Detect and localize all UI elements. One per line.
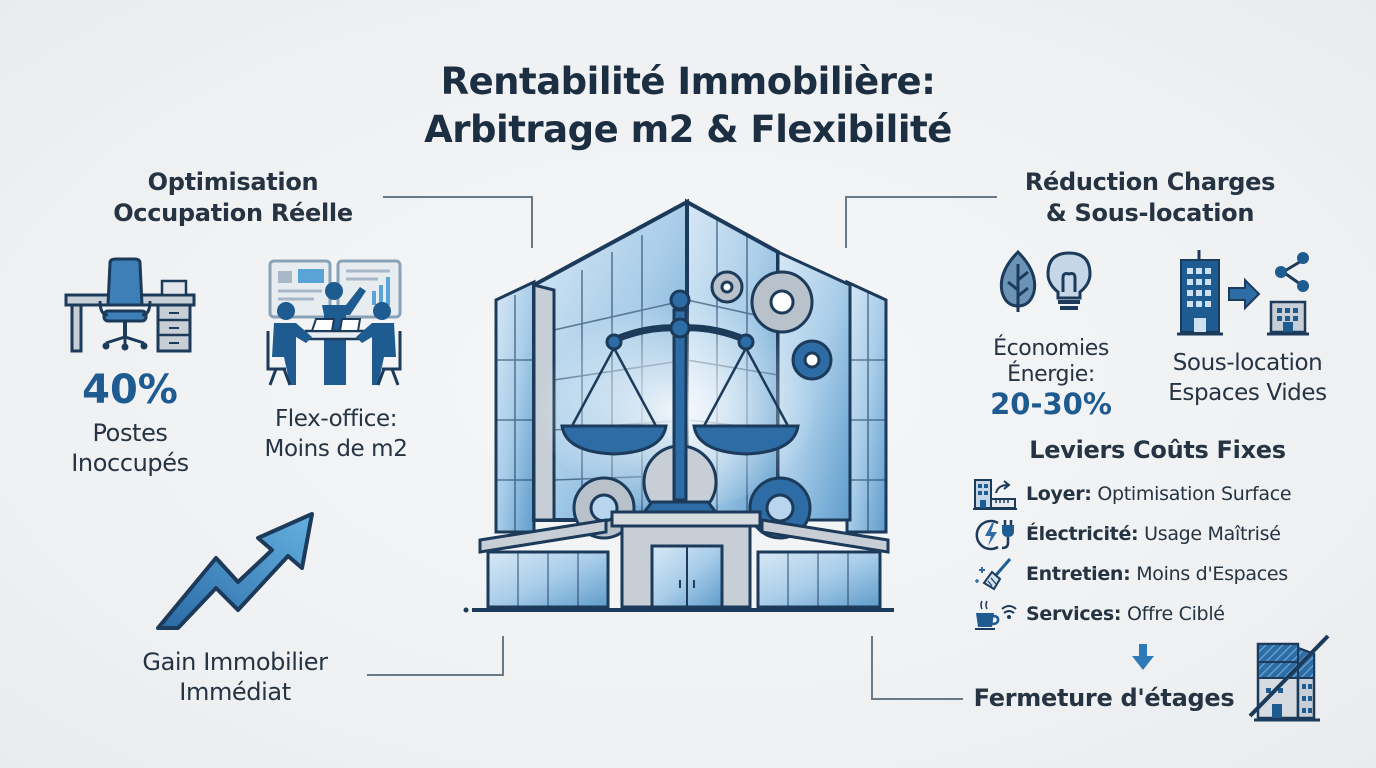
sublet-label: Sous-location Espaces Vides xyxy=(1150,348,1345,408)
leaf-icon xyxy=(996,250,1040,314)
right-section-title: Réduction Charges & Sous-location xyxy=(995,167,1305,229)
flex-office-label-line-1: Flex-office: xyxy=(274,406,398,432)
lever-key-services: Services: xyxy=(1026,603,1122,625)
arrow-down-icon xyxy=(1131,642,1155,672)
lever-value-services: Offre Ciblé xyxy=(1126,603,1225,625)
gain-label-line-2: Immédiat xyxy=(179,678,291,706)
page-title: Rentabilité Immobilière: Arbitrage m2 & … xyxy=(0,58,1376,154)
lever-key-electricity: Électricité: xyxy=(1026,523,1139,545)
trend-up-arrow-icon xyxy=(150,510,320,635)
lightbulb-icon xyxy=(1044,250,1094,314)
left-section-title-line-1: Optimisation xyxy=(147,168,319,196)
left-section-title-line-2: Occupation Réelle xyxy=(113,199,353,227)
lever-value-rent: Optimisation Surface xyxy=(1097,483,1292,505)
connector-line-bottom-left xyxy=(367,636,504,676)
title-line-1: Rentabilité Immobilière: xyxy=(440,60,936,103)
flex-office-label-line-2: Moins de m2 xyxy=(264,436,408,462)
right-section-title-line-2: & Sous-location xyxy=(1045,199,1255,227)
lever-item-rent: Loyer: Optimisation Surface xyxy=(972,474,1352,514)
lever-item-electricity: Électricité: Usage Maîtrisé xyxy=(972,514,1352,554)
closing-label: Fermeture d'étages xyxy=(973,684,1235,712)
levers-list: Loyer: Optimisation Surface Électricité:… xyxy=(972,474,1352,634)
meeting-team-icon xyxy=(262,257,406,393)
broom-icon xyxy=(972,557,1018,591)
energy-label-line-2: Énergie: xyxy=(1007,362,1095,387)
lever-item-services: Services: Offre Ciblé xyxy=(972,594,1352,634)
flex-office-label: Flex-office: Moins de m2 xyxy=(236,404,436,464)
connector-line-bottom-right xyxy=(871,636,963,700)
title-line-2: Arbitrage m2 & Flexibilité xyxy=(424,108,952,151)
coffee-wifi-icon xyxy=(972,597,1018,631)
unoccupied-pct: 40% xyxy=(82,367,178,413)
building-surface-icon xyxy=(972,477,1018,511)
electricity-plug-icon xyxy=(972,517,1018,551)
left-section-title: Optimisation Occupation Réelle xyxy=(88,167,378,229)
lever-value-electricity: Usage Maîtrisé xyxy=(1144,523,1281,545)
levers-title: Leviers Coûts Fixes xyxy=(1029,436,1286,464)
sublet-label-line-1: Sous-location xyxy=(1172,350,1323,376)
gain-label-line-1: Gain Immobilier xyxy=(142,648,328,676)
unoccupied-label: Postes Inoccupés xyxy=(40,418,220,478)
energy-pct: 20-30% xyxy=(990,387,1112,421)
lever-key-rent: Loyer: xyxy=(1026,483,1092,505)
office-building-scales-gears-icon xyxy=(462,190,902,615)
connector-line-top-right xyxy=(845,196,997,248)
connector-line-top-left xyxy=(383,196,533,248)
desk-chair-icon xyxy=(62,257,198,353)
energy-label: Économies Énergie: xyxy=(966,336,1136,388)
sublet-label-line-2: Espaces Vides xyxy=(1168,380,1327,406)
right-section-title-line-1: Réduction Charges xyxy=(1024,168,1276,196)
unoccupied-label-line-1: Postes xyxy=(92,419,168,447)
building-floors-closed-icon xyxy=(1244,632,1336,726)
lever-key-maintenance: Entretien: xyxy=(1026,563,1131,585)
building-sublet-share-icon xyxy=(1175,248,1315,338)
unoccupied-label-line-2: Inoccupés xyxy=(71,449,189,477)
lever-value-maintenance: Moins d'Espaces xyxy=(1136,563,1288,585)
lever-item-maintenance: Entretien: Moins d'Espaces xyxy=(972,554,1352,594)
energy-label-line-1: Économies xyxy=(993,336,1109,361)
gain-label: Gain Immobilier Immédiat xyxy=(100,647,370,707)
